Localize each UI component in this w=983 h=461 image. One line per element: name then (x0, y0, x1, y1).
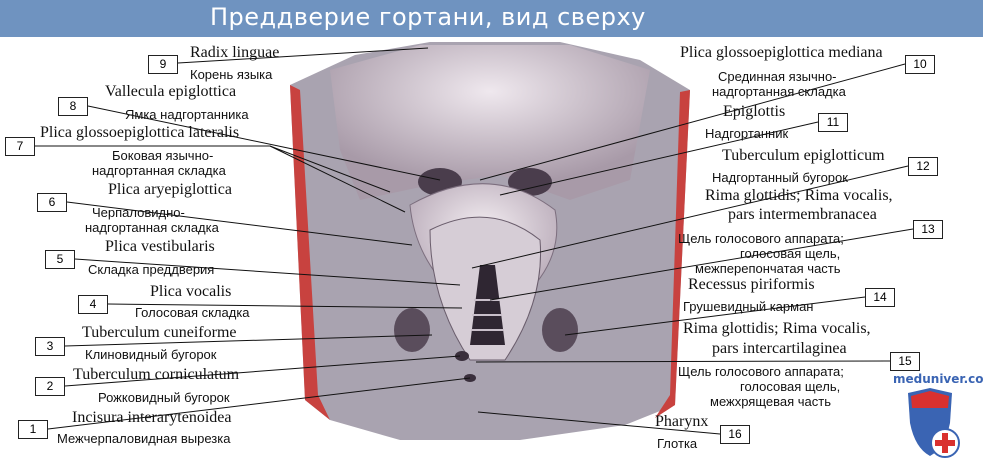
label-number-16: 16 (720, 425, 750, 444)
meduniver-logo (908, 388, 960, 458)
label-number-4: 4 (78, 295, 108, 314)
label-latin-8: Vallecula epiglottica (105, 83, 237, 100)
recessus-piriformis-right (542, 308, 578, 352)
label-latin-2: Tuberculum corniculatum (73, 366, 240, 383)
label-russian-4: Голосовая складка (135, 305, 250, 320)
label-latin-5: Plica vestibularis (105, 238, 215, 255)
pharynx-wall-right-muscle (655, 90, 690, 418)
label-latin-3: Tuberculum cuneiforme (82, 324, 237, 341)
label-number-2: 2 (35, 377, 65, 396)
page-title: Преддверие гортани, вид сверху (210, 3, 646, 31)
label-number-7: 7 (5, 137, 35, 156)
label-latin-13a: Rima glottidis; Rima vocalis, (705, 187, 893, 204)
label-russian-3: Клиновидный бугорок (85, 347, 217, 362)
label-number-13: 13 (913, 220, 943, 239)
label-russian-14: Грушевидный карман (683, 299, 814, 314)
label-latin-10: Plica glossoepiglottica mediana (680, 44, 883, 61)
label-russian-12: Надгортанный бугорок (712, 170, 848, 185)
label-russian-6b: надгортанная складка (85, 220, 219, 235)
label-number-5: 5 (45, 250, 75, 269)
logo-text: meduniver.com (893, 372, 983, 386)
label-russian-13b: голосовая щель, (740, 246, 841, 261)
label-number-14: 14 (865, 288, 895, 307)
label-russian-9: Корень языка (190, 67, 273, 82)
label-number-9: 9 (148, 55, 178, 74)
recessus-piriformis-left (394, 308, 430, 352)
label-russian-10a: Срединная язычно- (718, 69, 837, 84)
label-russian-15c: межхрящевая часть (710, 394, 831, 409)
vallecula-right (508, 168, 552, 196)
label-latin-15a: Rima glottidis; Rima vocalis, (683, 320, 871, 337)
pharynx-wall-left-muscle (290, 85, 330, 420)
label-latin-16: Pharynx (655, 413, 709, 430)
label-russian-11: Надгортанник (705, 126, 789, 141)
tongue-root (330, 45, 650, 200)
label-number-8: 8 (58, 97, 88, 116)
label-number-3: 3 (35, 337, 65, 356)
label-number-11: 11 (818, 113, 848, 132)
tuberculum-corniculatum (455, 351, 469, 361)
label-russian-7b: надгортанная складка (92, 163, 226, 178)
label-russian-5: Складка преддверия (88, 262, 215, 277)
label-latin-4: Plica vocalis (150, 283, 232, 300)
label-russian-1: Межчерпаловидная вырезка (57, 431, 231, 446)
label-russian-7a: Боковая язычно- (112, 148, 214, 163)
label-latin-13b: pars intermembranacea (728, 206, 877, 223)
label-number-12: 12 (908, 157, 938, 176)
label-latin-6: Plica aryepiglottica (108, 181, 232, 198)
label-russian-15a: Щель голосового аппарата; (678, 364, 844, 379)
label-russian-8: Ямка надгортанника (125, 107, 249, 122)
label-number-10: 10 (905, 55, 935, 74)
label-latin-1: Incisura interarytenoidea (72, 409, 232, 426)
title-bar: Преддверие гортани, вид сверху (0, 0, 983, 37)
rima-glottidis (470, 265, 505, 345)
label-russian-13c: межперепончатая часть (695, 261, 841, 276)
label-russian-10b: надгортанная складка (712, 84, 846, 99)
vocal-fold-marks (471, 299, 504, 331)
label-latin-14: Recessus piriformis (688, 276, 815, 293)
label-latin-12: Tuberculum epiglotticum (722, 147, 885, 164)
label-latin-11: Epiglottis (723, 103, 786, 120)
label-russian-13a: Щель голосового аппарата; (678, 231, 844, 246)
label-number-6: 6 (37, 193, 67, 212)
label-russian-6a: Черпаловидно- (92, 205, 185, 220)
label-latin-9: Radix linguae (190, 44, 280, 61)
label-latin-7: Plica glossoepiglottica lateralis (40, 124, 240, 141)
leader-lines (35, 47, 914, 435)
label-russian-16: Глотка (657, 436, 698, 451)
label-russian-15b: голосовая щель, (740, 379, 841, 394)
label-number-15: 15 (890, 352, 920, 371)
label-number-1: 1 (18, 420, 48, 439)
label-latin-15b: pars intercartilaginea (712, 340, 847, 357)
label-russian-2: Рожковидный бугорок (98, 390, 230, 405)
